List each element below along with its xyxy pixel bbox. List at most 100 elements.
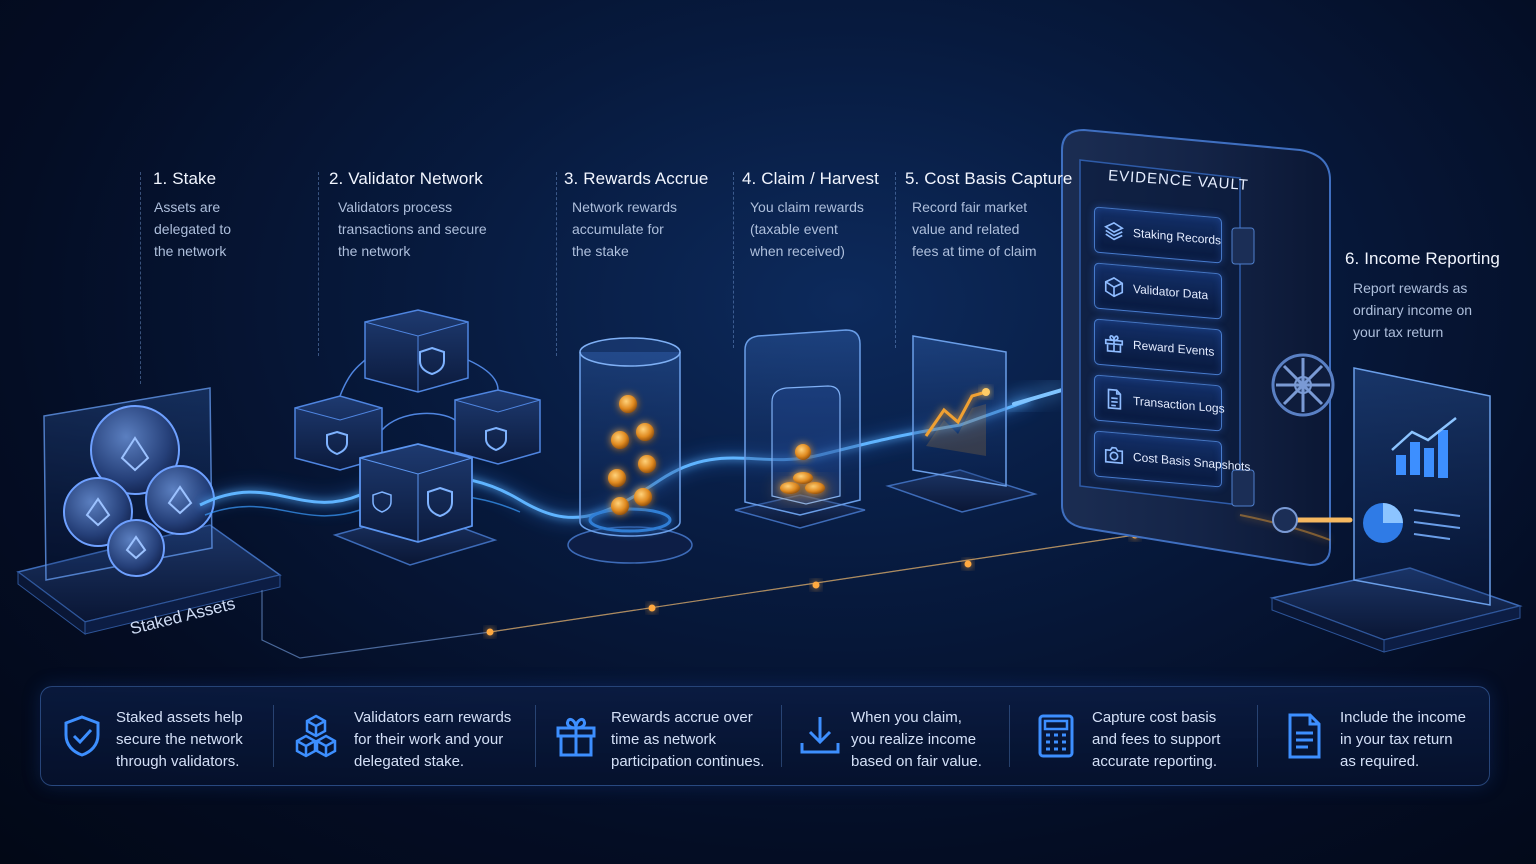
- summary-item-rewards: Rewards accrue over time as network part…: [535, 687, 781, 785]
- step-6-desc: Report rewards as ordinary income on you…: [1353, 277, 1472, 343]
- desc-line: Report rewards as: [1353, 280, 1468, 296]
- guide-line: [733, 172, 734, 348]
- staked-assets-platform: [16, 387, 282, 635]
- summary-line: secure the network: [116, 731, 243, 748]
- summary-line: Include the income: [1340, 709, 1466, 726]
- desc-line: delegated to: [154, 221, 232, 237]
- claim-case: [734, 329, 866, 529]
- gift-icon: [1104, 334, 1124, 353]
- divider: [273, 705, 274, 767]
- desc-line: when received): [750, 243, 845, 259]
- income-report-screen: [1269, 367, 1523, 653]
- growth-chart-icon: [924, 388, 990, 456]
- bar-chart-icon: [1391, 417, 1457, 478]
- step-1-desc: Assets are delegated to the network: [154, 196, 231, 262]
- summary-text: Include the income in your tax return as…: [1340, 707, 1466, 773]
- guide-line: [895, 172, 896, 348]
- guide-line: [556, 172, 557, 356]
- vault-item-reward-events: Reward Events: [1094, 318, 1222, 376]
- desc-line: the stake: [572, 243, 629, 259]
- calculator-icon: [1038, 714, 1074, 758]
- step-3-title: 3. Rewards Accrue: [564, 169, 709, 188]
- desc-line: fees at time of claim: [912, 243, 1037, 259]
- summary-line: Rewards accrue over: [611, 709, 753, 726]
- cube-icon: [359, 443, 473, 543]
- step-4-title: 4. Claim / Harvest: [742, 169, 879, 188]
- summary-line: for their work and your: [354, 731, 504, 748]
- summary-line: time as network: [611, 731, 717, 748]
- vault-item-label: Validator Data: [1133, 281, 1209, 303]
- camera-icon: [1104, 446, 1124, 465]
- desc-line: value and related: [912, 221, 1020, 237]
- vault-item-label: Transaction Logs: [1133, 393, 1225, 416]
- cube-icon: [454, 389, 541, 465]
- summary-text: Rewards accrue over time as network part…: [611, 707, 764, 773]
- summary-line: and fees to support: [1092, 731, 1221, 748]
- gift-icon: [556, 717, 596, 757]
- summary-line: participation continues.: [611, 753, 765, 770]
- summary-line: in your tax return: [1340, 731, 1453, 748]
- step-1-title: 1. Stake: [153, 169, 217, 188]
- download-icon: [800, 717, 840, 754]
- desc-line: (taxable event: [750, 221, 838, 237]
- desc-line: Validators process: [338, 199, 453, 215]
- divider: [781, 705, 782, 767]
- summary-line: you realize income: [851, 731, 977, 748]
- summary-item-claim: When you claim, you realize income based…: [781, 687, 1009, 785]
- summary-item-stake: Staked assets help secure the network th…: [41, 687, 273, 785]
- step-4-desc: You claim rewards (taxable event when re…: [750, 196, 864, 262]
- vault-item-cost-basis-snapshots: Cost Basis Snapshots: [1094, 430, 1250, 488]
- desc-line: your tax return: [1353, 324, 1444, 340]
- cubes-icon: [295, 714, 337, 758]
- divider: [1257, 705, 1258, 767]
- divider: [535, 705, 536, 767]
- pie-chart-icon: [1363, 503, 1403, 543]
- document-icon: [1107, 388, 1122, 410]
- summary-item-validators: Validators earn rewards for their work a…: [273, 687, 535, 785]
- desc-line: You claim rewards: [750, 199, 864, 215]
- coin-icon: [780, 444, 825, 494]
- cube-icon: [1104, 277, 1124, 298]
- summary-line: as required.: [1340, 753, 1420, 770]
- step-2-title: 2. Validator Network: [329, 169, 483, 188]
- step-5-title: 5. Cost Basis Capture: [905, 169, 1073, 188]
- desc-line: Assets are: [154, 199, 221, 215]
- report-icon: [1288, 713, 1321, 759]
- summary-item-reporting: Include the income in your tax return as…: [1257, 687, 1489, 785]
- guide-line: [318, 172, 319, 356]
- vault-item-label: Staking Records: [1133, 225, 1222, 248]
- summary-item-cost-basis: Capture cost basis and fees to support a…: [1009, 687, 1257, 785]
- vault-dial-icon: [1271, 353, 1335, 417]
- summary-line: through validators.: [116, 753, 240, 770]
- divider: [1009, 705, 1010, 767]
- summary-line: based on fair value.: [851, 753, 982, 770]
- summary-text: Staked assets help secure the network th…: [116, 707, 243, 773]
- summary-text: When you claim, you realize income based…: [851, 707, 982, 773]
- validator-cubes: [294, 309, 541, 566]
- coin-icon: [608, 395, 656, 515]
- summary-line: Staked assets help: [116, 709, 243, 726]
- desc-line: the network: [154, 243, 227, 259]
- desc-line: ordinary income on: [1353, 302, 1473, 318]
- step-2-desc: Validators process transactions and secu…: [338, 196, 487, 262]
- guide-line: [140, 172, 141, 384]
- desc-line: Record fair market: [912, 199, 1028, 215]
- summary-line: delegated stake.: [354, 753, 465, 770]
- summary-line: When you claim,: [851, 709, 962, 726]
- vault-item-validator-data: Validator Data: [1094, 262, 1222, 320]
- summary-text: Validators earn rewards for their work a…: [354, 707, 511, 773]
- step-6-title: 6. Income Reporting: [1345, 249, 1500, 268]
- summary-text: Capture cost basis and fees to support a…: [1092, 707, 1220, 773]
- layers-icon: [1104, 221, 1124, 241]
- shield-check-icon: [64, 715, 100, 757]
- desc-line: the network: [338, 243, 411, 259]
- vault-item-staking-records: Staking Records: [1094, 206, 1222, 264]
- vault-item-label: Reward Events: [1133, 337, 1215, 359]
- cube-icon: [364, 309, 469, 393]
- step-5-desc: Record fair market value and related fee…: [912, 196, 1037, 262]
- cost-basis-screen: [885, 335, 1067, 513]
- desc-line: accumulate for: [572, 221, 664, 237]
- step-3-desc: Network rewards accumulate for the stake: [572, 196, 677, 262]
- summary-line: accurate reporting.: [1092, 753, 1218, 770]
